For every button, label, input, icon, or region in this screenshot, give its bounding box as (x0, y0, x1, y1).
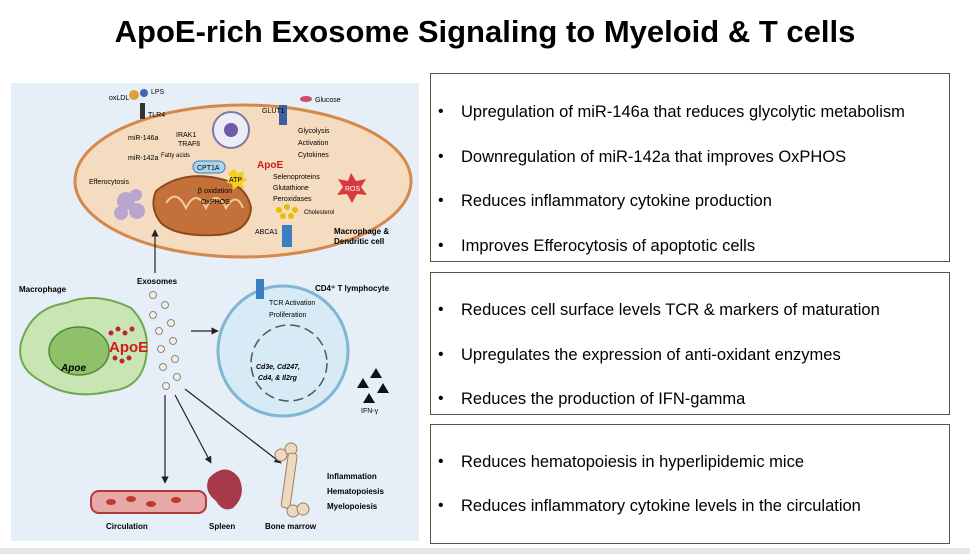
tlr4-icon (140, 103, 145, 119)
lps-icon (140, 89, 148, 97)
label-ros: ROS (345, 186, 361, 193)
label-hematopoiesis: Hematopoiesis (327, 487, 384, 496)
tcr-icon (256, 279, 264, 299)
bullet-item: Reduces inflammatory cytokine levels in … (431, 496, 949, 516)
bullet-item: Downregulation of miR-142a that improves… (431, 147, 949, 167)
transporter-icon (224, 123, 238, 137)
label-selenoproteins: Selenoproteins (273, 174, 320, 181)
label-glutathione: Glutathione (273, 185, 309, 192)
bullet-item: Reduces the production of IFN-gamma (431, 389, 949, 409)
label-inflammation: Inflammation (327, 472, 377, 481)
macrophage-nucleus (48, 326, 110, 376)
label-bone-marrow: Bone marrow (265, 522, 317, 531)
label-mir142a: miR-142a (128, 155, 158, 162)
apoe-dots (108, 326, 135, 364)
label-macrophage-dc: Macrophage & (334, 227, 389, 236)
bullet-item: Improves Efferocytosis of apoptotic cell… (431, 236, 949, 256)
label-genes-2: Cd4, & Il2rg (258, 375, 298, 382)
bone-icon (274, 442, 310, 518)
label-proliferation: Proliferation (269, 312, 306, 319)
atp-icon (226, 169, 248, 190)
label-ifn: IFN-γ (361, 408, 379, 415)
label-cpt1a: CPT1A (197, 165, 220, 172)
t-cell-nucleus (250, 324, 328, 402)
label-apoe-cell: ApoE (257, 160, 283, 171)
label-apoe-big: ApoE (109, 339, 148, 356)
ifn-gamma-icon (357, 368, 389, 403)
bullet-item: Reduces hematopoiesis in hyperlipidemic … (431, 452, 949, 472)
label-oxldl: oxLDL (109, 95, 129, 102)
label-glucose: Glucose (315, 97, 341, 104)
label-traf6: TRAF6 (178, 141, 200, 148)
label-irak1: IRAK1 (176, 132, 196, 139)
abca1-icon (282, 225, 292, 247)
bottom-strip (0, 548, 970, 554)
signaling-figure: oxLDL LPS TLR4 GLUT1 Glucose miR-146a IR… (11, 83, 419, 541)
label-efferocytosis: Efferocytosis (89, 179, 129, 186)
label-cytokines: Cytokines (298, 152, 329, 159)
label-lps: LPS (151, 89, 165, 96)
blood-cells (106, 496, 181, 507)
mitochondrion (152, 175, 253, 237)
exosome-dots (149, 291, 181, 390)
apoptotic-cells (114, 189, 145, 220)
label-glycolysis: Glycolysis (298, 128, 330, 135)
bullet-item: Upregulates the expression of anti-oxida… (431, 345, 949, 365)
label-activation: Activation (298, 140, 328, 147)
page-title: ApoE-rich Exosome Signaling to Myeloid &… (114, 14, 856, 49)
systemic-effects-box: Reduces hematopoiesis in hyperlipidemic … (430, 424, 950, 544)
bullet-item: Reduces cell surface levels TCR & marker… (431, 300, 949, 320)
label-abca1: ABCA1 (255, 229, 278, 236)
myeloid-effects-box: Upregulation of miR-146a that reduces gl… (430, 73, 950, 262)
glucose-icon (300, 96, 312, 102)
cpt1a-icon (192, 160, 226, 174)
label-exosomes: Exosomes (137, 277, 178, 286)
label-macrophage: Macrophage (19, 285, 67, 294)
label-mir146a: miR-146a (128, 135, 158, 142)
label-tcr-activation: TCR Activation (269, 300, 315, 307)
label-circulation: Circulation (106, 522, 148, 531)
t-cell (216, 284, 350, 418)
label-cholesterol: Cholesterol (304, 210, 334, 216)
bullet-item: Upregulation of miR-146a that reduces gl… (431, 102, 949, 122)
label-glut1: GLUT1 (262, 108, 285, 115)
label-genes-1: Cd3e, Cd247, (256, 364, 300, 371)
cholesterol-dots (276, 204, 298, 219)
label-myelopoiesis: Myelopoiesis (327, 502, 378, 511)
arrow-to-spleen (174, 394, 212, 464)
glut1-icon (279, 105, 287, 125)
label-atp: ATP (229, 177, 242, 184)
label-peroxidases: Peroxidases (273, 196, 312, 203)
label-dendritic-cell: Dendritic cell (334, 237, 384, 246)
label-tlr4: TLR4 (148, 112, 165, 119)
label-fatty-acids: Fatty acids (161, 153, 190, 159)
spleen-icon (207, 469, 242, 510)
label-oxphos: OxPHOS (201, 199, 230, 206)
tcell-effects-box: Reduces cell surface levels TCR & marker… (430, 272, 950, 415)
oxldl-icon (129, 90, 139, 100)
label-spleen: Spleen (209, 522, 235, 531)
label-cd4-t: CD4⁺ T lymphocyte (315, 284, 390, 293)
bullet-item: Reduces inflammatory cytokine production (431, 191, 949, 211)
ros-icon (337, 173, 367, 203)
label-apoe-gene: Apoe (60, 363, 86, 374)
label-beta-oxidation: β oxidation (198, 188, 232, 195)
arrow-to-bone-marrow (184, 388, 282, 464)
